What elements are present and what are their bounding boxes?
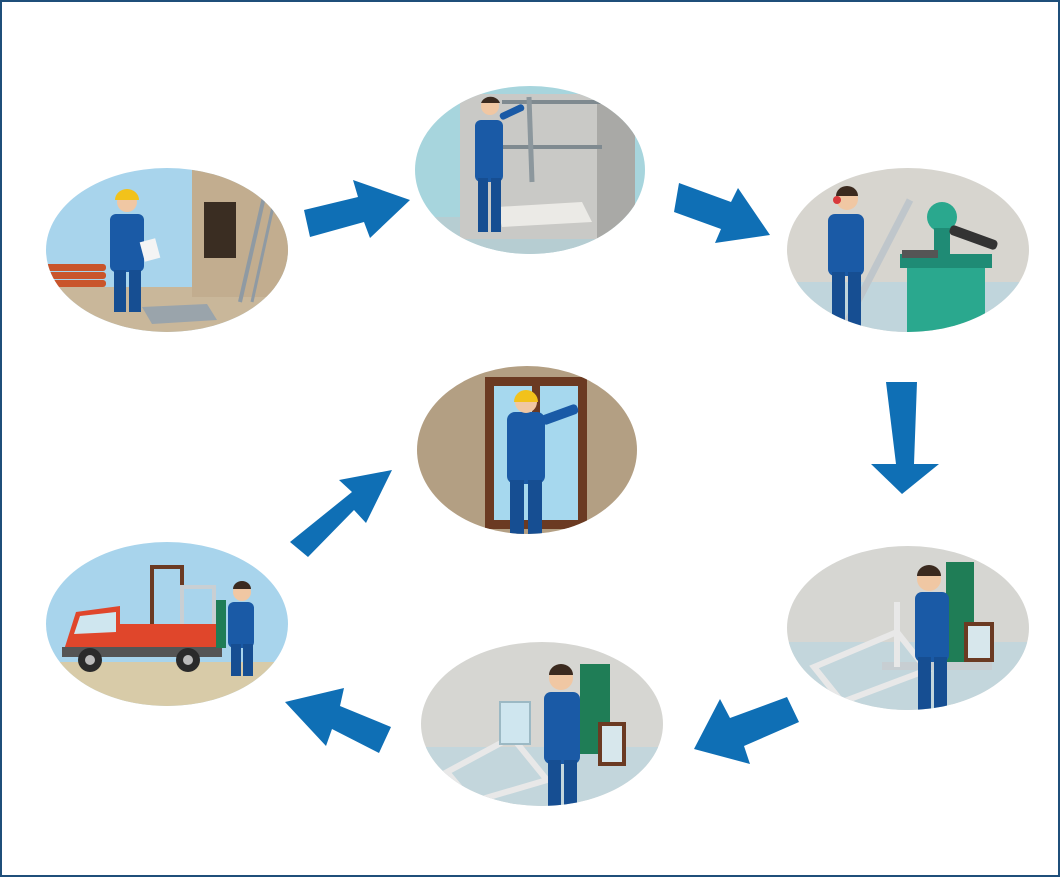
window-installation-scene-icon [417, 366, 637, 534]
delivery-truck-scene-icon [46, 542, 288, 706]
stage-storage [415, 86, 645, 254]
profile-storage-rack-scene-icon [415, 86, 645, 254]
stage-cutting [787, 168, 1029, 332]
frame-welding-assembly-scene-icon [787, 546, 1029, 710]
arrow-3-to-4 [871, 382, 939, 494]
arrow-1-to-2 [304, 180, 410, 238]
stage-delivery [46, 542, 288, 706]
arrow-2-to-3 [674, 183, 770, 243]
profile-cutting-saw-scene-icon [787, 168, 1029, 332]
stage-installation [417, 366, 637, 534]
stage-receiving [46, 168, 288, 332]
arrow-5-to-6 [285, 688, 391, 753]
arrow-4-to-5 [694, 697, 799, 764]
glazing-assembly-scene-icon [421, 642, 663, 806]
warehouse-receiving-scene-icon [46, 168, 288, 332]
stage-glazing [421, 642, 663, 806]
stage-welding [787, 546, 1029, 710]
arrow-6-to-7 [290, 470, 392, 557]
